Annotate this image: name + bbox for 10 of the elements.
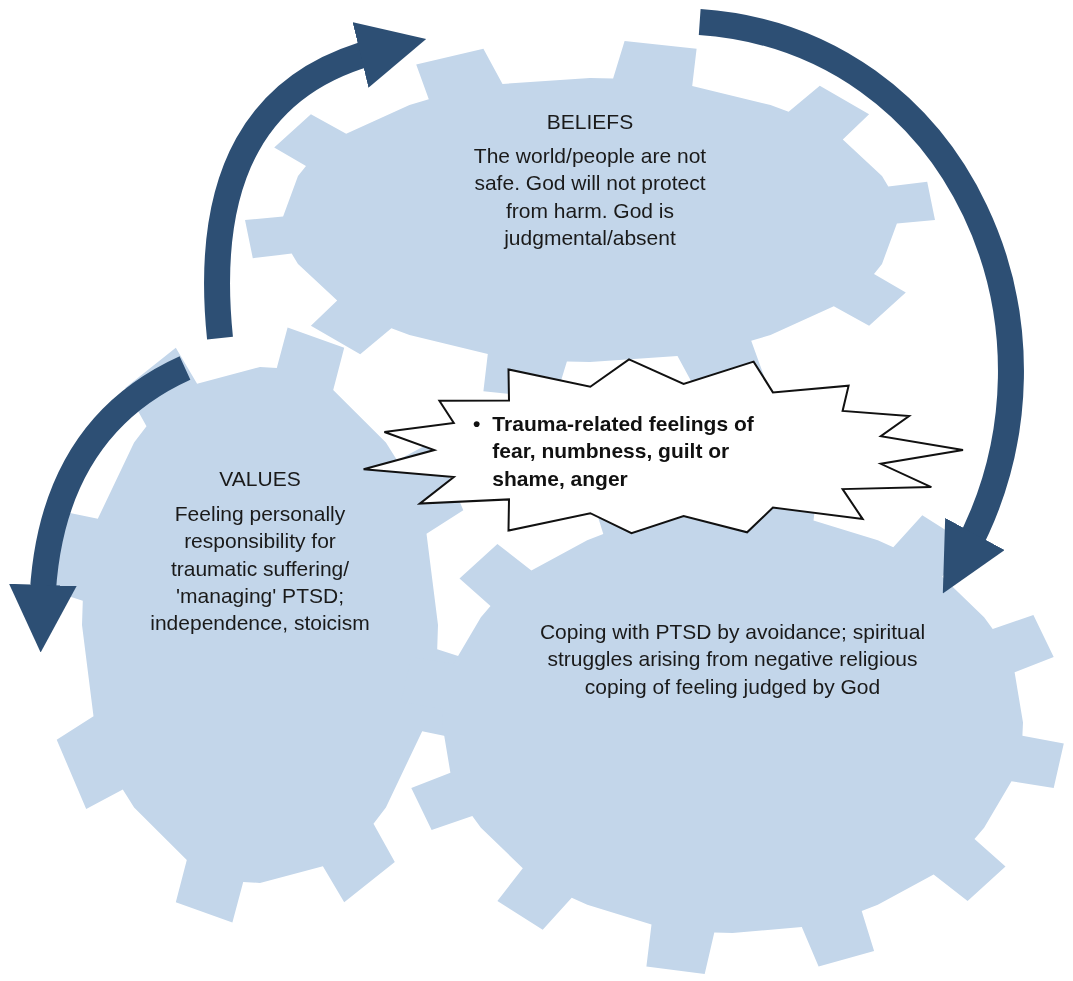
bullet-mark: •: [473, 411, 481, 437]
curved-arrow: [697, 9, 1024, 596]
gear-text: Coping with PTSD by avoidance; spiritual struggles arising from negative religious coping of feeling judged by God: [538, 619, 927, 700]
gear-heading: VALUES: [218, 466, 302, 492]
curved-arrow: [9, 356, 191, 653]
curved-arrow: [204, 23, 426, 340]
gear-heading: BELIEFS: [545, 109, 635, 135]
gear-text: The world/people are not safe. God will not protect from harm. God is judgmental/absent: [472, 143, 708, 251]
gear-text: Feeling personally responsibility for traumatic suffering/ 'managing' PTSD; independence, stoicism: [150, 501, 370, 637]
bullet-text: Trauma-related feelings of fear, numbness, guilt or shame, anger: [492, 411, 755, 492]
